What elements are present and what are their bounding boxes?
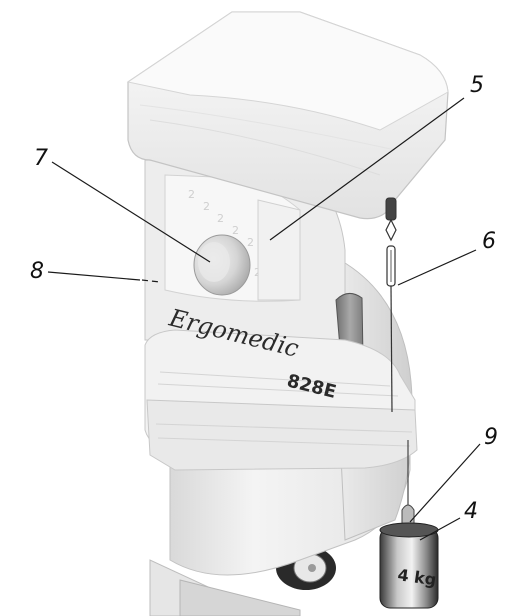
svg-text:2: 2 [188, 188, 195, 201]
callout-4: 4 [464, 499, 478, 524]
callout-8: 8 [30, 259, 44, 284]
weight-4kg: 4 kg [379, 522, 439, 609]
callout-7: 7 [34, 146, 48, 171]
callout-6: 6 [482, 229, 496, 254]
resistance-knob [193, 234, 251, 296]
callouts: 5 6 7 8 9 4 [30, 73, 498, 524]
front-band [144, 329, 418, 471]
belt-strap [385, 197, 397, 413]
leader-lines [47, 97, 481, 541]
base-frame [149, 559, 301, 616]
callout-5: 5 [470, 73, 484, 98]
top-cover [126, 11, 449, 220]
callout-9: 9 [484, 425, 498, 450]
svg-text:2: 2 [217, 212, 224, 225]
pendulum-panel [257, 199, 301, 301]
svg-text:2: 2 [247, 236, 254, 249]
svg-text:2: 2 [232, 224, 239, 237]
svg-text:2: 2 [203, 200, 210, 213]
